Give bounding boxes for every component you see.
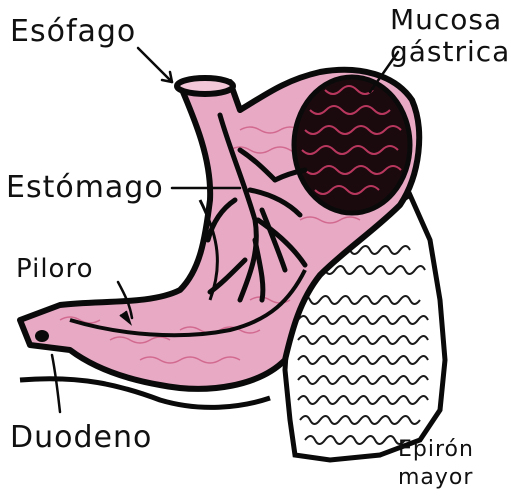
label-mucosa-line2: gástrica (390, 36, 510, 68)
label-mucosa-line1: Mucosa (390, 4, 510, 36)
esophagus-opening (177, 78, 233, 94)
label-duodeno: Duodeno (10, 420, 152, 455)
label-mucosa-gastrica: Mucosa gástrica (390, 4, 510, 68)
pylorus-dot (35, 330, 49, 342)
label-epiplon-line2: mayor (398, 464, 474, 492)
label-epiplon-mayor: Epirón mayor (398, 436, 474, 492)
label-estomago: Estómago (6, 170, 164, 205)
label-esofago: Esófago (10, 14, 136, 49)
label-epiplon-line1: Epirón (398, 436, 474, 464)
label-piloro: Piloro (16, 254, 94, 284)
